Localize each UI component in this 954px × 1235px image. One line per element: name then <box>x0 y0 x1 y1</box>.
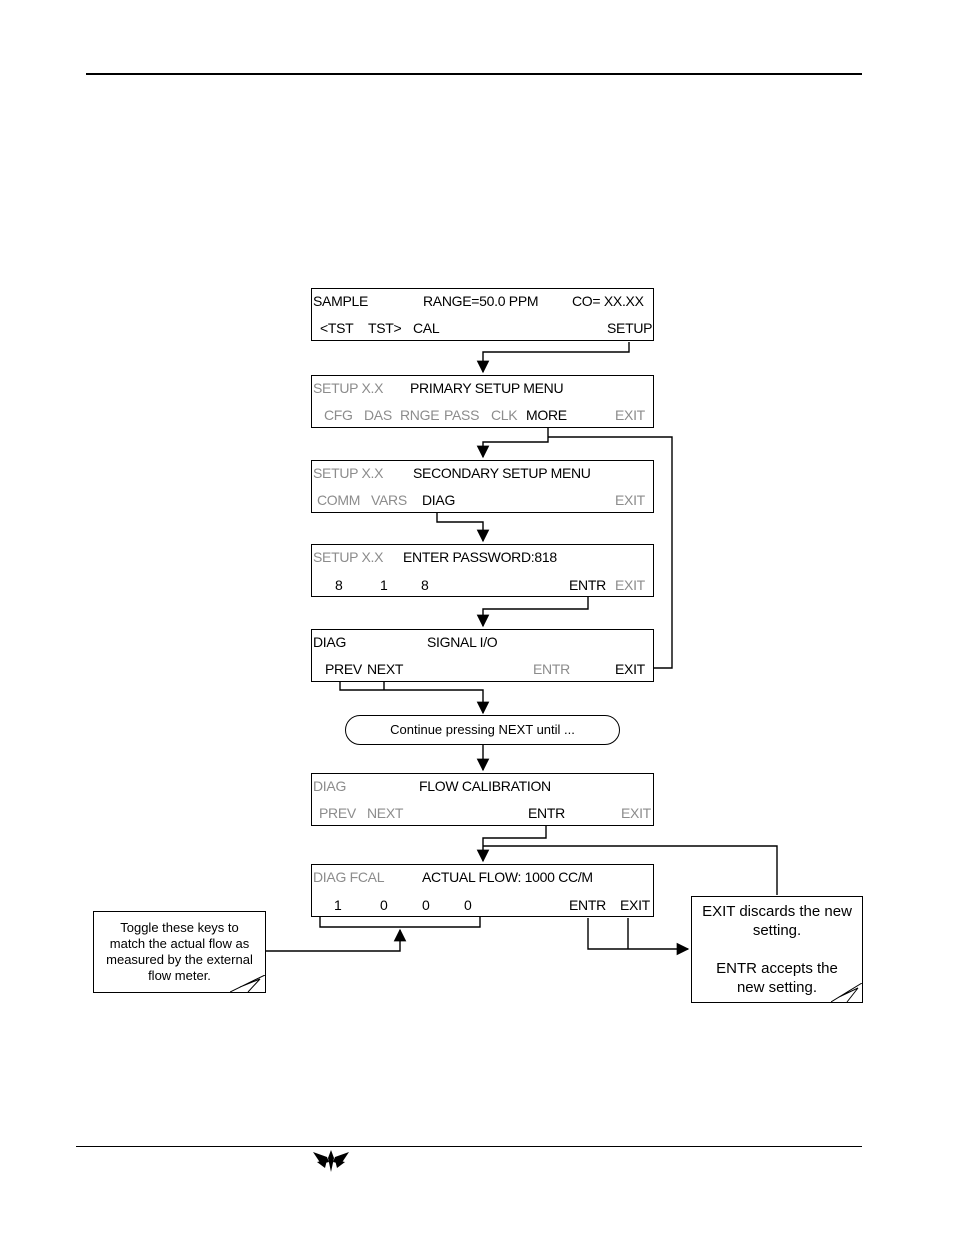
key-pass[interactable]: PASS <box>444 407 480 423</box>
key-digit-3[interactable]: 8 <box>421 577 429 593</box>
note-line: setting. <box>752 922 802 939</box>
menu-title: SECONDARY SETUP MENU <box>413 465 591 481</box>
page-curl-icon <box>831 983 863 1003</box>
menu-title: SIGNAL I/O <box>427 634 498 650</box>
panel-mode-label: SAMPLE <box>313 293 368 309</box>
key-cal[interactable]: CAL <box>413 320 440 336</box>
display-primary-setup: SETUP X.X PRIMARY SETUP MENU CFG DAS RNG… <box>311 375 654 428</box>
page-curl-icon <box>230 975 266 993</box>
range-readout: RANGE=50.0 PPM <box>423 293 539 309</box>
note-line: Toggle these keys to <box>120 920 239 935</box>
panel-mode-label: DIAG <box>313 634 347 650</box>
toggle-keys-note: Toggle these keys to match the actual fl… <box>93 911 266 993</box>
panel-mode-label: SETUP X.X <box>313 465 384 481</box>
teledyne-logo-icon <box>313 1150 349 1172</box>
display-enter-password: SETUP X.X ENTER PASSWORD:818 8 1 8 ENTR … <box>311 544 654 597</box>
continue-note: Continue pressing NEXT until ... <box>345 715 620 745</box>
key-digit-1[interactable]: 8 <box>335 577 343 593</box>
key-tst-next[interactable]: TST> <box>368 320 402 336</box>
key-exit[interactable]: EXIT <box>615 577 645 593</box>
exit-entr-note: EXIT discards the new setting. ENTR acce… <box>691 896 863 1003</box>
note-line: flow meter. <box>148 968 211 983</box>
header-rule <box>86 73 862 75</box>
key-entr[interactable]: ENTR <box>569 897 606 913</box>
key-digit-2[interactable]: 0 <box>380 897 388 913</box>
key-entr[interactable]: ENTR <box>569 577 606 593</box>
key-more[interactable]: MORE <box>526 407 567 423</box>
key-comm[interactable]: COMM <box>317 492 361 508</box>
display-actual-flow: DIAG FCAL ACTUAL FLOW: 1000 CC/M 1 0 0 0… <box>311 864 654 917</box>
exit-key-label: EXIT <box>702 903 736 920</box>
note-line: accepts the <box>756 960 838 977</box>
display-secondary-setup: SETUP X.X SECONDARY SETUP MENU COMM VARS… <box>311 460 654 513</box>
actual-flow-readout: ACTUAL FLOW: 1000 CC/M <box>422 869 593 885</box>
note-line: discards the new <box>735 903 852 920</box>
key-prev[interactable]: PREV <box>325 661 362 677</box>
note-line: measured by the external <box>106 952 253 967</box>
display-flow-calibration: DIAG FLOW CALIBRATION PREV NEXT ENTR EXI… <box>311 773 654 826</box>
entr-key-label: ENTR <box>716 960 757 977</box>
key-das[interactable]: DAS <box>364 407 392 423</box>
key-exit[interactable]: EXIT <box>615 492 645 508</box>
panel-mode-label: DIAG FCAL <box>313 869 385 885</box>
key-exit[interactable]: EXIT <box>620 897 650 913</box>
key-entr[interactable]: ENTR <box>528 805 565 821</box>
key-entr[interactable]: ENTR <box>533 661 570 677</box>
key-exit[interactable]: EXIT <box>615 407 645 423</box>
footer-rule <box>76 1146 862 1147</box>
key-digit-4[interactable]: 0 <box>464 897 472 913</box>
panel-mode-label: SETUP X.X <box>313 380 384 396</box>
key-diag[interactable]: DIAG <box>422 492 456 508</box>
key-next[interactable]: NEXT <box>367 805 404 821</box>
key-digit-2[interactable]: 1 <box>380 577 388 593</box>
display-sample: SAMPLE RANGE=50.0 PPM CO= XX.XX <TST TST… <box>311 288 654 341</box>
key-setup[interactable]: SETUP <box>607 320 653 336</box>
key-rnge[interactable]: RNGE <box>400 407 440 423</box>
menu-title: FLOW CALIBRATION <box>419 778 551 794</box>
co-readout: CO= XX.XX <box>572 293 644 309</box>
key-prev[interactable]: PREV <box>319 805 356 821</box>
key-exit[interactable]: EXIT <box>621 805 651 821</box>
menu-title: PRIMARY SETUP MENU <box>410 380 564 396</box>
key-digit-1[interactable]: 1 <box>334 897 342 913</box>
note-line: match the actual flow as <box>109 936 250 951</box>
key-vars[interactable]: VARS <box>371 492 407 508</box>
password-prompt: ENTER PASSWORD:818 <box>403 549 557 565</box>
note-line: new setting. <box>736 979 818 996</box>
key-digit-3[interactable]: 0 <box>422 897 430 913</box>
display-signal-io: DIAG SIGNAL I/O PREV NEXT ENTR EXIT <box>311 629 654 682</box>
panel-mode-label: DIAG <box>313 778 347 794</box>
key-cfg[interactable]: CFG <box>324 407 353 423</box>
key-exit[interactable]: EXIT <box>615 661 645 677</box>
panel-mode-label: SETUP X.X <box>313 549 384 565</box>
key-tst-prev[interactable]: <TST <box>320 320 354 336</box>
key-next[interactable]: NEXT <box>367 661 404 677</box>
key-clk[interactable]: CLK <box>491 407 518 423</box>
